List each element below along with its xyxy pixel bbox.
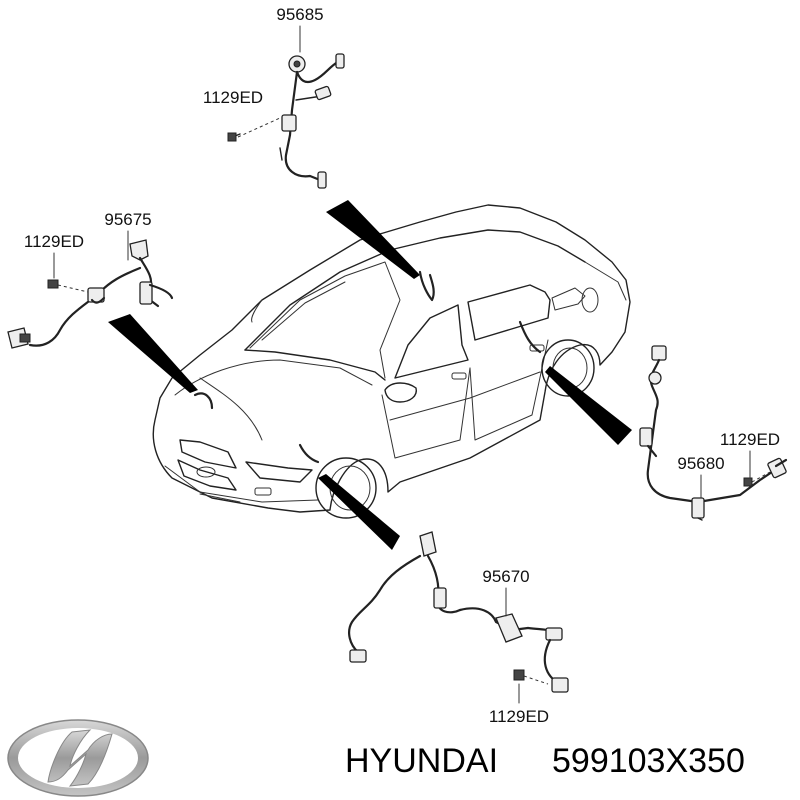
sensor-assembly-95670: [348, 531, 569, 693]
wedge-front-left: [108, 314, 198, 393]
part-number: 599103X350: [552, 742, 745, 780]
callout-1129ed-rear-right: 1129ED: [720, 430, 780, 449]
wedge-rear-right: [545, 366, 632, 445]
callout-95685: 95685: [276, 5, 323, 24]
wedge-front-right: [318, 474, 400, 550]
callout-1129ed-rear-left: 1129ED: [203, 88, 263, 107]
sensor-assembly-95685: [227, 53, 345, 189]
hyundai-logo: [7, 719, 149, 797]
car-illustration: [152, 204, 631, 519]
callout-95680: 95680: [677, 454, 724, 473]
pointer-wedges: [108, 200, 632, 550]
callout-95670: 95670: [482, 567, 529, 586]
wedge-rear-left: [326, 200, 420, 279]
brand-name: HYUNDAI: [345, 742, 498, 780]
sensor-assembly-95675: [7, 239, 174, 349]
sensor-assembly-95680: [639, 345, 788, 521]
callout-1129ed-front-left: 1129ED: [24, 232, 84, 251]
callout-95675: 95675: [104, 210, 151, 229]
callout-1129ed-front-right: 1129ED: [489, 707, 549, 726]
